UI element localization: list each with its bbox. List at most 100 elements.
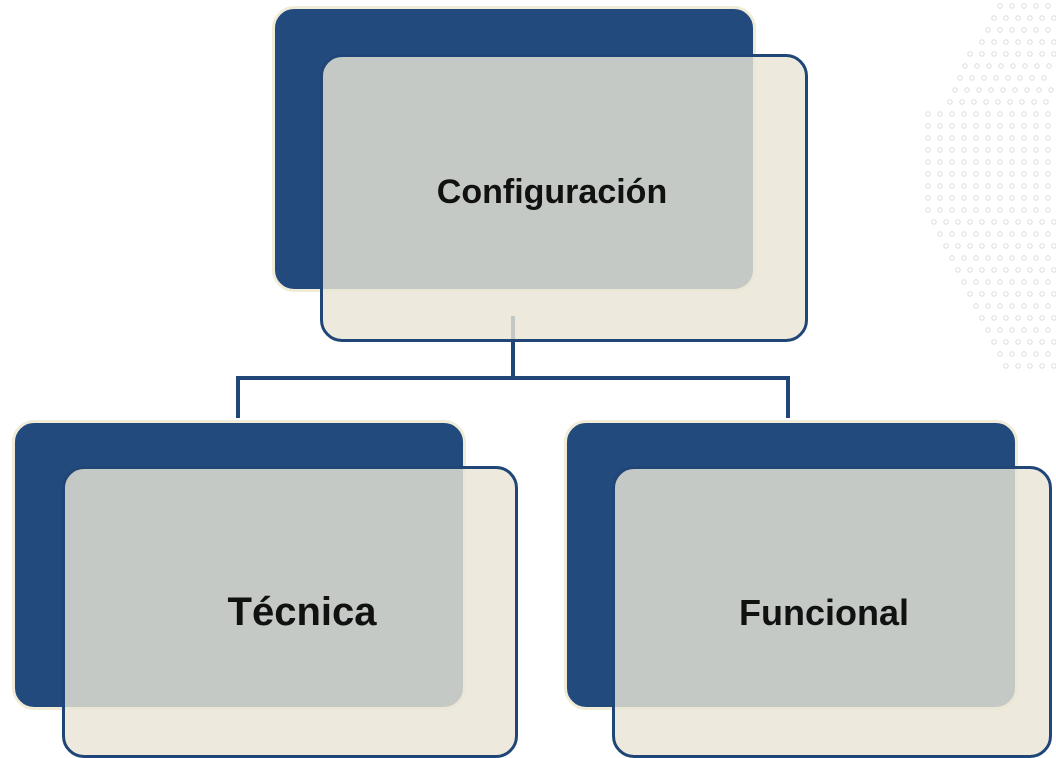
decorative-dot — [1003, 339, 1009, 345]
decorative-dot — [943, 219, 949, 225]
decorative-dot — [1027, 339, 1033, 345]
decorative-dot — [1021, 111, 1027, 117]
decorative-dot — [925, 171, 931, 177]
connector-root-vertical — [511, 316, 515, 378]
decorative-dot — [949, 171, 955, 177]
decorative-dot — [1021, 351, 1027, 357]
decorative-dot — [1003, 291, 1009, 297]
decorative-dot — [1045, 303, 1051, 309]
decorative-dot — [1033, 111, 1039, 117]
decorative-dot — [961, 183, 967, 189]
decorative-dot — [937, 207, 943, 213]
decorative-dot — [1019, 99, 1025, 105]
decorative-dot — [1051, 39, 1056, 45]
decorative-dot — [1033, 159, 1039, 165]
decorative-dot — [973, 159, 979, 165]
connector-left-vertical — [236, 376, 240, 418]
root-node-front-box — [320, 54, 808, 342]
decorative-dot — [961, 147, 967, 153]
decorative-dot — [967, 267, 973, 273]
child-node-funcional-front-box — [612, 466, 1052, 758]
decorative-dot — [1036, 87, 1042, 93]
decorative-dot — [1021, 195, 1027, 201]
decorative-dot — [1009, 255, 1015, 261]
decorative-dot — [985, 147, 991, 153]
decorative-dot — [1045, 171, 1051, 177]
decorative-dot — [925, 147, 931, 153]
decorative-dot — [1009, 279, 1015, 285]
decorative-dot — [1045, 279, 1051, 285]
decorative-dot — [1022, 63, 1028, 69]
decorative-dot — [979, 243, 985, 249]
decorative-dot — [997, 147, 1003, 153]
decorative-dot — [967, 243, 973, 249]
decorative-dot — [1021, 207, 1027, 213]
decorative-dot — [955, 267, 961, 273]
decorative-dot — [985, 183, 991, 189]
decorative-dot — [993, 75, 999, 81]
decorative-dot — [1021, 231, 1027, 237]
decorative-dot — [1031, 99, 1037, 105]
decorative-dot — [991, 339, 997, 345]
decorative-dot — [949, 195, 955, 201]
decorative-dot — [1029, 75, 1035, 81]
decorative-dot — [991, 15, 997, 21]
decorative-dot — [1045, 255, 1051, 261]
decorative-dot — [961, 231, 967, 237]
decorative-dot — [1027, 219, 1033, 225]
decorative-dot — [961, 111, 967, 117]
decorative-dot — [925, 183, 931, 189]
decorative-dot — [1015, 39, 1021, 45]
decorative-dot — [1007, 99, 1013, 105]
root-node-label: Configuración — [436, 173, 668, 211]
decorative-dot — [1009, 351, 1015, 357]
decorative-dot — [1010, 63, 1016, 69]
decorative-dot — [1045, 183, 1051, 189]
decorative-dot — [1027, 267, 1033, 273]
decorative-dot — [967, 291, 973, 297]
decorative-dot — [937, 195, 943, 201]
decorative-dot — [1021, 123, 1027, 129]
decorative-dot — [1021, 159, 1027, 165]
decorative-dot — [979, 267, 985, 273]
decorative-dot — [976, 87, 982, 93]
decorative-dot — [973, 183, 979, 189]
decorative-dot — [1039, 243, 1045, 249]
decorative-dot — [988, 87, 994, 93]
decorative-dot — [973, 279, 979, 285]
decorative-dot — [985, 111, 991, 117]
decorative-dot — [937, 159, 943, 165]
decorative-dot — [1021, 327, 1027, 333]
decorative-dot — [985, 279, 991, 285]
child-node-funcional-label: Funcional — [739, 592, 909, 633]
decorative-dot — [1005, 75, 1011, 81]
decorative-dot — [1045, 123, 1051, 129]
decorative-dot — [1039, 51, 1045, 57]
decorative-dot — [997, 279, 1003, 285]
decorative-dot — [1003, 315, 1009, 321]
decorative-dot — [973, 231, 979, 237]
decorative-dot — [1033, 207, 1039, 213]
decorative-dot — [997, 3, 1003, 9]
decorative-dot — [949, 183, 955, 189]
decorative-dot — [997, 207, 1003, 213]
decorative-dot — [991, 315, 997, 321]
decorative-dot — [959, 99, 965, 105]
decorative-dot — [955, 219, 961, 225]
decorative-dot — [1045, 159, 1051, 165]
decorative-dot — [1024, 87, 1030, 93]
decorative-dot — [967, 219, 973, 225]
decorative-dot — [1009, 27, 1015, 33]
decorative-dot — [973, 123, 979, 129]
decorative-dot — [931, 219, 937, 225]
decorative-dot — [985, 27, 991, 33]
decorative-dot — [937, 183, 943, 189]
decorative-dot — [1033, 195, 1039, 201]
decorative-dot — [1015, 219, 1021, 225]
decorative-dot — [1039, 39, 1045, 45]
root-node: Configuración — [272, 6, 812, 342]
decorative-dot — [943, 243, 949, 249]
decorative-dot — [998, 63, 1004, 69]
decorative-dot — [949, 207, 955, 213]
decorative-dot — [1012, 87, 1018, 93]
